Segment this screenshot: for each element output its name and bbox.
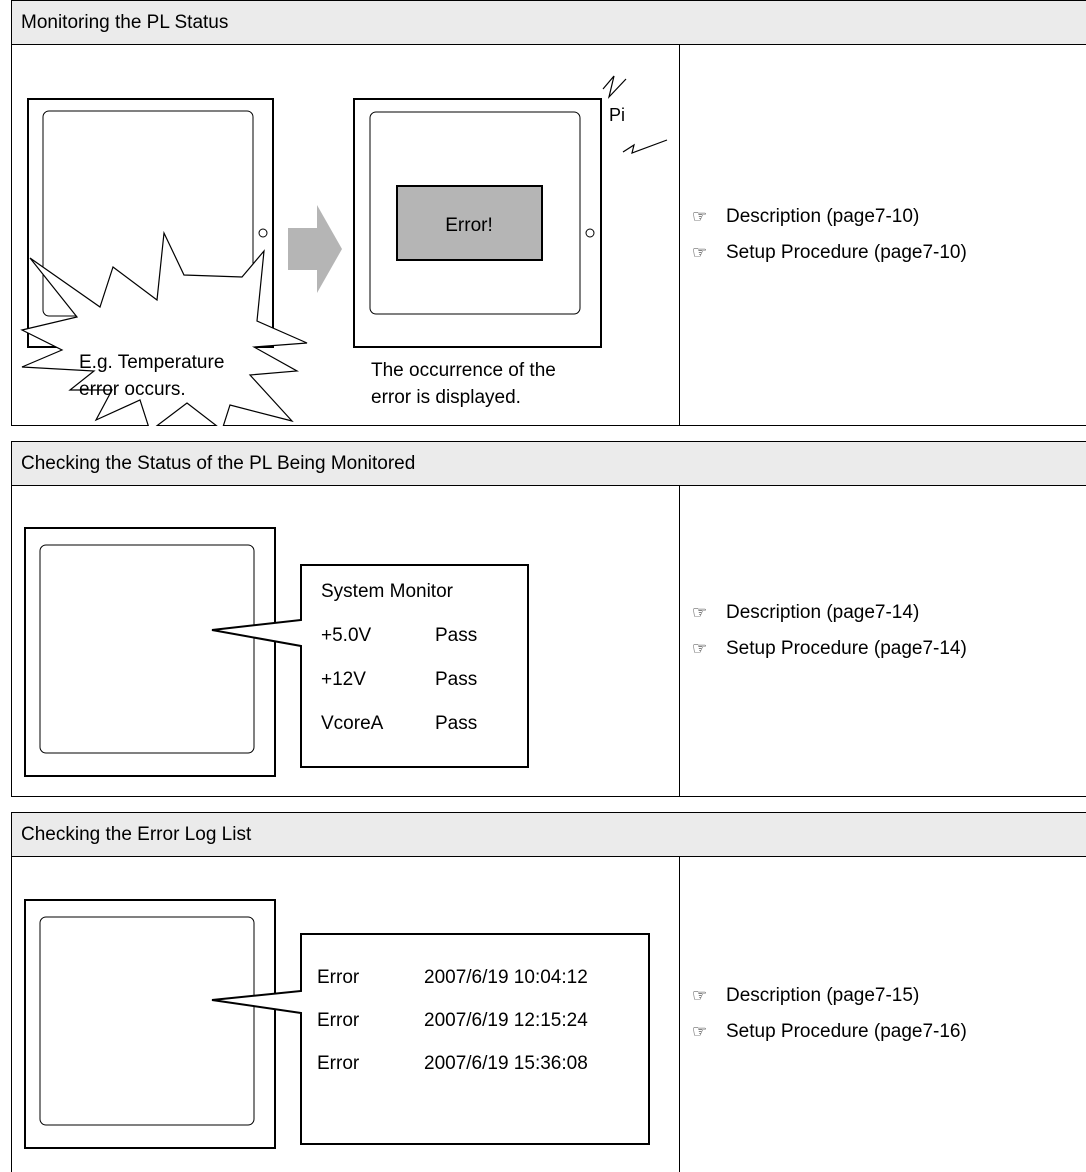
diagram-caption-line2: error is displayed. [371,387,521,408]
error-log-diagram: Error 2007/6/19 10:04:12 Error 2007/6/19… [12,857,679,1172]
monitor-row-status: Pass [435,625,477,646]
section-monitoring-status: Monitoring the PL Status E.g. Temperatur… [11,0,1086,426]
pointing-hand-icon: ☞ [692,207,726,227]
arrow-right-icon [288,205,342,293]
monitor-row-status: Pass [435,669,477,690]
reference-link-setup-procedure[interactable]: ☞Setup Procedure (page7-14) [692,638,967,660]
section-title: Monitoring the PL Status [12,1,1086,45]
beep-label: Pi [609,105,625,125]
reference-link-description[interactable]: ☞Description (page7-15) [692,985,919,1007]
starburst-text-line2: error occurs. [79,379,186,400]
panel-icon [25,528,275,776]
section-title: Checking the Error Log List [12,813,1086,857]
section-body: System Monitor +5.0V Pass +12V Pass Vcor… [12,486,1086,797]
log-row-time: 2007/6/19 10:04:12 [424,967,588,988]
pointing-hand-icon: ☞ [692,986,726,1006]
log-row-type: Error [317,967,360,988]
monitor-row-name: +5.0V [321,625,372,646]
reference-link-label: Description (page7-15) [726,985,919,1006]
monitor-row-name: +12V [321,669,366,690]
column-divider [679,45,680,426]
log-row-type: Error [317,1010,360,1031]
reference-link-setup-procedure[interactable]: ☞Setup Procedure (page7-16) [692,1021,967,1043]
pointing-hand-icon: ☞ [692,603,726,623]
section-error-log: Checking the Error Log List Error 2007/6… [11,812,1086,1172]
monitor-row-name: VcoreA [321,713,384,734]
pointing-hand-icon: ☞ [692,1022,726,1042]
error-message: Error! [445,215,493,236]
callout-heading: System Monitor [321,581,454,602]
system-monitor-diagram: System Monitor +5.0V Pass +12V Pass Vcor… [12,486,679,797]
status-diagram: E.g. Temperature error occurs. Error! Th… [12,45,679,426]
section-body: Error 2007/6/19 10:04:12 Error 2007/6/19… [12,857,1086,1172]
section-body: E.g. Temperature error occurs. Error! Th… [12,45,1086,426]
log-row-type: Error [317,1053,360,1074]
reference-link-label: Description (page7-14) [726,602,919,623]
reference-link-label: Setup Procedure (page7-14) [726,638,967,659]
column-divider [679,857,680,1172]
section-checking-status: Checking the Status of the PL Being Moni… [11,441,1086,797]
log-row-time: 2007/6/19 15:36:08 [424,1053,588,1074]
column-divider [679,486,680,797]
reference-link-label: Setup Procedure (page7-16) [726,1021,967,1042]
pointing-hand-icon: ☞ [692,639,726,659]
reference-link-label: Description (page7-10) [726,206,919,227]
panel-icon [25,900,275,1148]
reference-link-setup-procedure[interactable]: ☞Setup Procedure (page7-10) [692,242,967,264]
log-row-time: 2007/6/19 12:15:24 [424,1010,588,1031]
reference-link-label: Setup Procedure (page7-10) [726,242,967,263]
callout-box [212,934,649,1144]
starburst-text-line1: E.g. Temperature [79,352,224,373]
pointing-hand-icon: ☞ [692,243,726,263]
reference-link-description[interactable]: ☞Description (page7-14) [692,602,919,624]
section-title: Checking the Status of the PL Being Moni… [12,442,1086,486]
monitor-row-status: Pass [435,713,477,734]
diagram-caption-line1: The occurrence of the [371,360,556,381]
reference-link-description[interactable]: ☞Description (page7-10) [692,206,919,228]
